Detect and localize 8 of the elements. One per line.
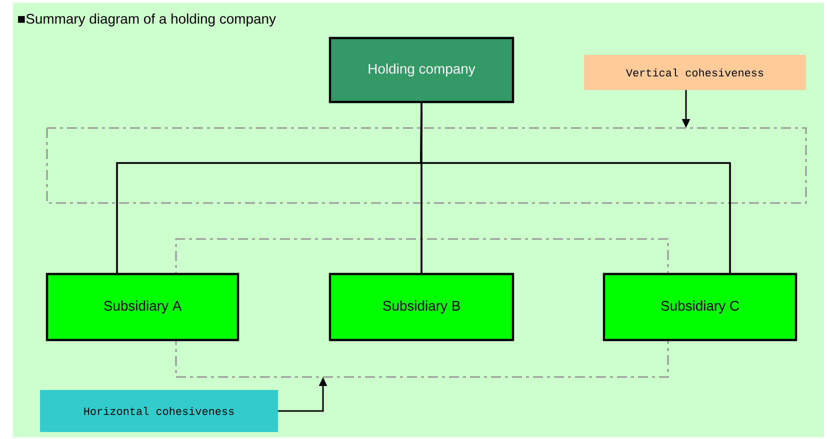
subsidiary-box: Subsidiary B	[328, 272, 514, 342]
title: ■Summary diagram of a holding company	[18, 14, 276, 26]
subsidiary-box: Subsidiary A	[46, 272, 240, 342]
holding-company-box: Holding company	[328, 36, 514, 104]
note-box: Horizontal cohesiveness	[40, 390, 278, 432]
connector-line	[420, 102, 731, 274]
note-box: Vertical cohesiveness	[584, 55, 806, 90]
subsidiary-box: Subsidiary C	[602, 272, 798, 342]
